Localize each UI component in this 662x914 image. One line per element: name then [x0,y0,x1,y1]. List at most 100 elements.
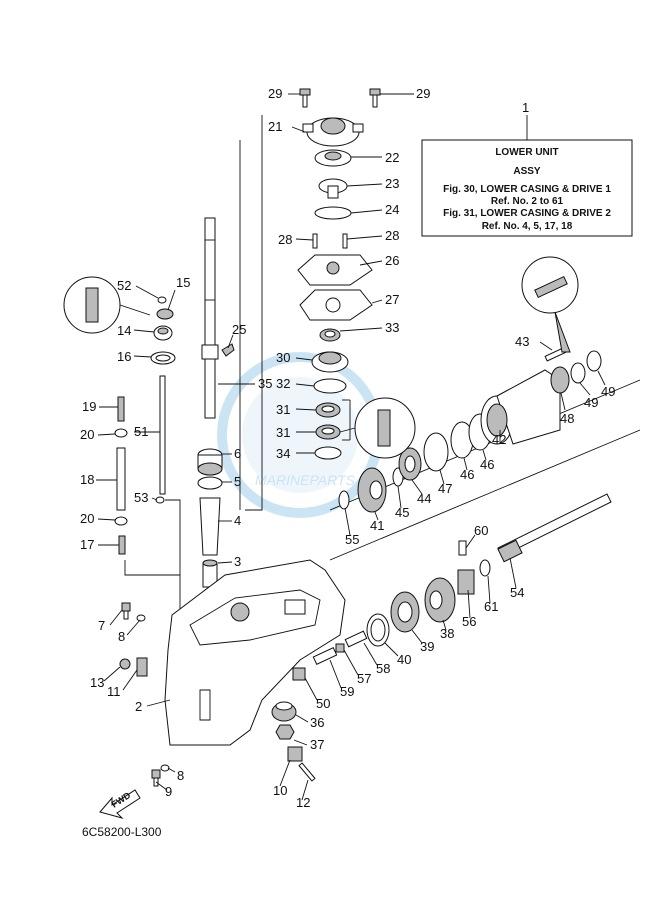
pin-25 [221,343,235,357]
callout-5: 5 [234,474,241,489]
insert-cartridge-22 [314,149,352,167]
bearing-39 [390,591,420,633]
callout-25: 25 [232,322,246,337]
forward-gear-41 [357,467,387,513]
callout-20: 20 [80,511,94,526]
callout-47: 47 [438,481,452,496]
callout-56: 56 [462,614,476,629]
callout-45: 45 [395,505,409,520]
gasket-34 [314,446,342,460]
propeller-shaft-parts [312,347,612,665]
oil-seal-housing-30 [311,351,349,373]
bearing-48 [550,366,570,394]
fwd-arrow: FWD [99,789,141,819]
callout-8: 8 [177,768,184,783]
callout-41: 41 [370,518,384,533]
diagram-code: 6C58200-L300 [82,825,162,839]
callout-31: 31 [276,425,290,440]
callout-35: 35 [258,376,272,391]
bolt-29a [299,88,311,108]
callout-3: 3 [234,554,241,569]
callout-9: 9 [165,784,172,799]
bolt-29b [369,88,381,108]
oil-seal-31a [315,402,341,418]
callout-53: 53 [134,490,148,505]
group-lines [124,115,641,640]
callout-30: 30 [276,350,290,365]
callout-7: 7 [98,618,105,633]
shim-47 [423,432,449,472]
o-ring-16 [150,351,176,365]
callout-60: 60 [474,523,488,538]
ring-61 [479,559,491,577]
pinion-36 [271,701,297,722]
callout-34: 34 [276,446,290,461]
seal-33 [319,328,341,342]
callout-4: 4 [234,513,241,528]
callout-49: 49 [601,384,615,399]
callout-10: 10 [273,783,287,798]
water-pump-parts [297,88,381,460]
pin-60 [458,540,467,556]
bearing-housing-42 [480,369,561,445]
impeller-23 [318,178,348,199]
watermark-logo: MARINEPARTS [217,352,383,518]
callout-21: 21 [268,119,282,134]
callout-14: 14 [117,323,131,338]
callout-16: 16 [117,349,131,364]
shift-rod-51 [159,375,166,495]
lower-casing-2 [164,559,346,746]
callout-36: 36 [310,715,324,730]
callout-44: 44 [417,491,431,506]
clip-53 [155,496,165,504]
info-box-line-3: Fig. 31, LOWER CASING & DRIVE 2 [443,208,611,219]
info-box-line-1: Fig. 30, LOWER CASING & DRIVE 1 [443,184,611,195]
leader-lines [96,93,606,801]
callout-43: 43 [515,334,529,349]
callout-32: 32 [276,376,290,391]
plate-10 [287,746,303,762]
callout-29: 29 [268,86,282,101]
bolt-12 [298,762,316,782]
callout-50: 50 [316,696,330,711]
bearing-44 [398,447,422,481]
drive-shaft-35 [201,217,219,419]
callout-1: 1 [522,100,529,115]
callout-28: 28 [385,228,399,243]
callout-24: 24 [385,202,399,217]
grommet-14 [153,325,173,341]
bolt-7 [121,602,131,620]
nozzle-17 [118,535,126,555]
washer-55 [338,490,350,510]
callout-31: 31 [276,402,290,417]
callout-55: 55 [345,532,359,547]
callout-29: 29 [416,86,430,101]
callout-42: 42 [492,432,506,447]
callout-28: 28 [278,232,292,247]
callout-61: 61 [484,599,498,614]
plunger-59 [312,647,338,665]
callout-15: 15 [176,275,190,290]
clip-52 [157,296,167,304]
pin-57 [335,643,345,653]
gasket-27 [299,289,373,321]
callout-46: 46 [460,467,474,482]
callout-12: 12 [296,795,310,810]
callout-8: 8 [118,629,125,644]
callout-26: 26 [385,253,399,268]
info-box-line-2: Ref. No. 2 to 61 [491,196,564,207]
callout-52: 52 [117,278,131,293]
detail-circle-left [63,276,121,334]
info-box-subtitle: ASSY [513,166,541,177]
info-box-line-4: Ref. No. 4, 5, 17, 18 [482,221,573,232]
shim-40 [366,613,390,647]
o-ring-5 [197,476,223,490]
callout-54: 54 [510,585,524,600]
o-ring-32 [313,378,347,394]
callout-19: 19 [82,399,96,414]
callout-18: 18 [80,472,94,487]
washer-8a [136,614,146,622]
nut-37 [275,724,295,740]
sleeve-4 [199,497,221,556]
seal-49b [586,350,602,372]
